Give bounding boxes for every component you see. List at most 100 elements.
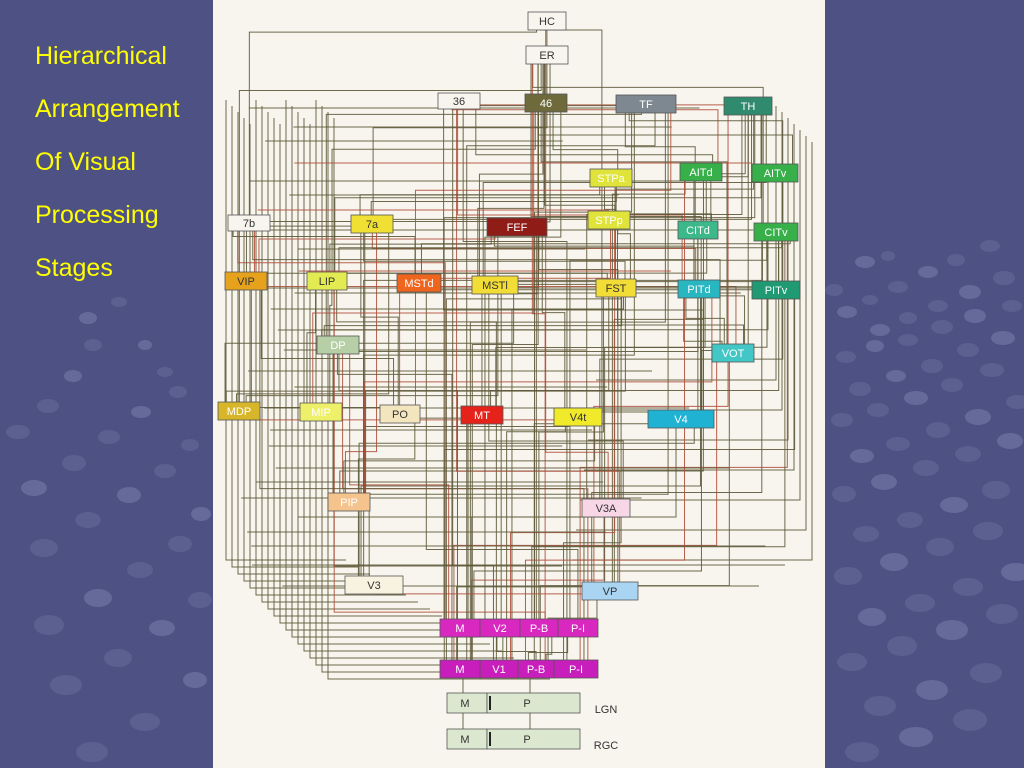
background-dot xyxy=(980,240,1000,252)
background-dot xyxy=(870,324,890,336)
background-dot xyxy=(970,663,1002,683)
area-box-fill xyxy=(227,214,271,232)
background-dot xyxy=(881,251,895,261)
area-box-7b: 7b xyxy=(227,214,271,232)
area-label: P-I xyxy=(571,623,585,635)
background-dot xyxy=(6,425,30,439)
area-box-fill xyxy=(379,404,421,424)
connection-wire xyxy=(445,297,622,660)
connection-wire xyxy=(462,109,568,660)
background-dot xyxy=(130,713,160,731)
area-box-fill xyxy=(589,168,633,188)
area-box-aitd: AITd xyxy=(679,162,723,182)
area-box-fill xyxy=(460,405,504,425)
background-dot xyxy=(888,281,908,293)
background-dot xyxy=(993,271,1015,285)
background-dot xyxy=(168,536,192,552)
connection-wire xyxy=(471,97,759,109)
connection-wire xyxy=(267,112,430,610)
area-label: P-B xyxy=(527,664,545,676)
area-box-fill xyxy=(396,273,442,293)
area-label: V2 xyxy=(493,623,506,635)
area-box-7a: 7a xyxy=(350,214,394,234)
area-label: TF xyxy=(639,99,653,111)
connection-wire xyxy=(617,229,631,279)
area-box-fill xyxy=(486,217,548,237)
area-box-v3: V3 xyxy=(344,575,404,595)
background-dot xyxy=(855,256,875,268)
connection-wire xyxy=(331,112,536,272)
connection-wire xyxy=(710,115,746,221)
area-label: TH xyxy=(741,101,756,113)
connection-wire xyxy=(365,297,610,493)
area-label: MDP xyxy=(227,406,251,418)
connection-wire xyxy=(599,182,784,499)
area-label: CITd xyxy=(686,225,710,237)
connection-wire xyxy=(579,241,788,660)
area-box-vp: VP xyxy=(581,581,639,601)
area-box-fill xyxy=(471,275,519,295)
connection-wire xyxy=(334,115,762,272)
area-box-fill xyxy=(677,279,721,299)
background-dot xyxy=(926,422,950,438)
connection-wire xyxy=(358,428,695,576)
connection-wire xyxy=(701,115,749,410)
area-box-er: ER xyxy=(525,45,569,65)
area-box-lgnm: M xyxy=(446,692,488,714)
area-box-mstl: MSTl xyxy=(471,275,519,295)
area-box-fill xyxy=(723,96,773,116)
connection-wire xyxy=(312,112,535,403)
area-box-fill xyxy=(587,210,631,230)
connection-wire xyxy=(563,297,622,660)
area-box-fill xyxy=(486,728,581,750)
connection-wire xyxy=(453,362,718,660)
area-box-fill xyxy=(557,618,599,638)
background-dot xyxy=(886,437,910,451)
background-dot xyxy=(850,449,874,463)
connection-wire xyxy=(475,109,714,163)
stage-label-rgc: RGC xyxy=(594,740,619,752)
background-dot xyxy=(37,399,59,413)
background-dot xyxy=(980,363,1004,377)
area-label: VIP xyxy=(237,276,255,288)
area-label: V1 xyxy=(492,664,505,676)
area-box-vot: VOT xyxy=(711,343,755,363)
slide-title: Hierarchical Arrangement Of Visual Proce… xyxy=(35,30,210,295)
background-dot xyxy=(866,340,884,352)
connection-wire xyxy=(245,236,499,402)
connection-wire xyxy=(224,294,515,402)
area-box-lgnp: P xyxy=(486,692,581,714)
area-box-lip: LIP xyxy=(306,271,348,291)
background-dot xyxy=(904,391,928,405)
background-dot xyxy=(982,481,1010,499)
area-box-fill xyxy=(217,401,261,421)
background-dot xyxy=(871,474,897,490)
area-box-v1m: M xyxy=(439,659,481,679)
connection-wire xyxy=(591,115,763,582)
background-dot xyxy=(50,675,82,695)
connection-wire xyxy=(261,106,418,603)
connection-wire xyxy=(255,100,406,596)
area-box-fill xyxy=(581,498,631,518)
background-dot xyxy=(936,620,968,640)
area-box-fill xyxy=(524,93,568,113)
connection-wire xyxy=(273,118,442,617)
area-box-fill xyxy=(581,581,639,601)
background-dot xyxy=(941,378,963,392)
area-box-mip: MIP xyxy=(299,402,343,422)
connection-wire xyxy=(368,113,669,576)
background-dot xyxy=(837,306,857,318)
area-box-pitd: PITd xyxy=(677,279,721,299)
connection-wire xyxy=(363,113,635,493)
area-box-fill xyxy=(527,11,567,31)
connection-wire xyxy=(259,290,585,660)
connection-wire xyxy=(538,297,604,619)
background-dot xyxy=(921,359,943,373)
connection-wire xyxy=(245,231,608,279)
connection-wire xyxy=(343,426,596,493)
connection-wire xyxy=(452,109,494,660)
connection-wire xyxy=(580,130,801,501)
area-box-fill xyxy=(751,280,801,300)
connection-wire xyxy=(414,113,672,405)
area-label: M xyxy=(455,664,464,676)
